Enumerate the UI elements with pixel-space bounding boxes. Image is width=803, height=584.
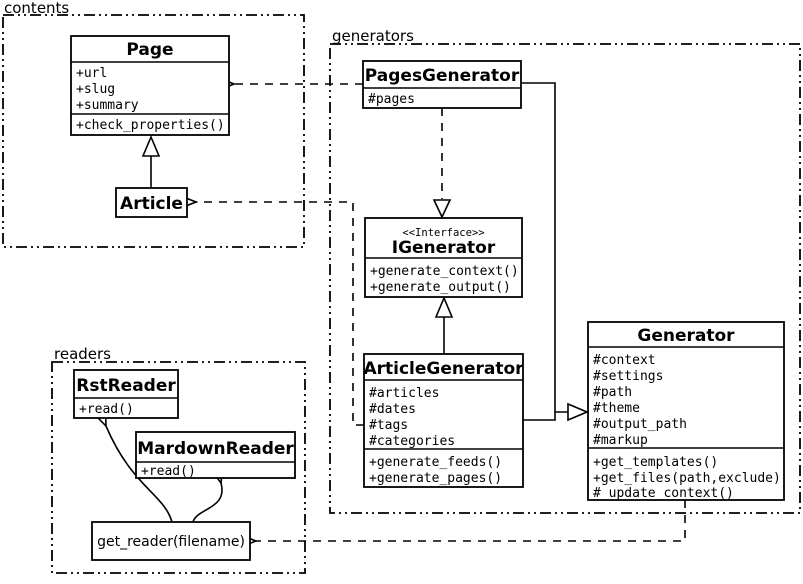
- class-page-name: Page: [126, 40, 173, 60]
- class-box-articlegenerator: ArticleGenerator #articles #dates #tags …: [363, 353, 524, 488]
- class-rstreader-frame: [73, 369, 179, 419]
- class-box-igenerator: <<Interface>> IGenerator +generate_conte…: [364, 217, 523, 298]
- class-generator-frame: [587, 321, 785, 501]
- class-articlegenerator-method: +generate_pages(): [369, 471, 502, 486]
- class-mardownreader-name: MardownReader: [137, 439, 294, 459]
- class-generator-attribute: #context: [593, 353, 656, 368]
- class-box-article: Article: [115, 187, 188, 218]
- class-page-frame: [70, 35, 230, 136]
- class-rstreader-name: RstReader: [76, 376, 176, 396]
- class-generator-attribute: #output_path: [593, 417, 687, 432]
- class-generator-attribute: #path: [593, 385, 632, 400]
- inheritance-line-articlegenerator-to-generator: [523, 412, 556, 421]
- class-generator-method: #_update_context(): [593, 486, 734, 501]
- class-box-pagesgenerator: PagesGenerator #pages: [362, 60, 522, 109]
- class-generator-name: Generator: [637, 326, 735, 346]
- dependency-arrow-articlegenerator-to-article: [196, 202, 364, 426]
- arrow-getreader-to-mardownreader: [192, 483, 222, 523]
- package-readers-border: [51, 361, 306, 574]
- package-readers-label: readers: [54, 345, 111, 363]
- class-page-method: +check_properties(): [76, 118, 225, 133]
- class-igenerator-name: IGenerator: [392, 238, 496, 258]
- class-box-mardownreader: MardownReader +read(): [135, 431, 296, 479]
- class-generator-method: +get_templates(): [593, 455, 718, 470]
- class-page-attribute: +url: [76, 66, 107, 81]
- class-generator-attribute: #theme: [593, 401, 640, 416]
- class-igenerator-method: +generate_context(): [370, 264, 519, 279]
- class-articlegenerator-method: +generate_feeds(): [369, 455, 502, 470]
- class-generator-attribute: #markup: [593, 433, 648, 448]
- class-articlegenerator-attribute: #categories: [369, 434, 455, 449]
- inheritance-line-pagesgenerator-to-generator: [521, 82, 568, 413]
- class-articlegenerator-attribute: #articles: [369, 386, 439, 401]
- node-get-reader: get_reader(filename): [91, 521, 251, 561]
- package-generators-border: [329, 43, 801, 514]
- class-mardownreader-frame: [135, 431, 296, 479]
- package-generators-label: generators: [332, 27, 414, 45]
- arrow-getreader-to-rstreader: [106, 426, 173, 523]
- class-pagesgenerator-attribute: #pages: [368, 92, 415, 107]
- package-contents-label: contents: [4, 0, 69, 17]
- class-article-name: Article: [120, 194, 183, 214]
- inheritance-triangle-icon: [141, 134, 161, 157]
- realization-triangle-icon: [432, 199, 452, 219]
- class-generator-attribute: #settings: [593, 369, 663, 384]
- class-rstreader-method: +read(): [79, 402, 134, 417]
- class-articlegenerator-frame: [363, 353, 524, 488]
- class-articlegenerator-attribute: #tags: [369, 418, 408, 433]
- class-box-rstreader: RstReader +read(): [73, 369, 179, 419]
- class-pagesgenerator-name: PagesGenerator: [365, 66, 520, 86]
- dependency-arrow-generator-to-getreader: [256, 500, 686, 541]
- class-articlegenerator-name: ArticleGenerator: [363, 359, 524, 379]
- class-pagesgenerator-frame: [362, 60, 522, 109]
- inheritance-triangle-icon: [567, 402, 590, 422]
- get-reader-label: get_reader(filename): [97, 534, 245, 550]
- class-page-attribute: +slug: [76, 82, 115, 97]
- class-igenerator-method: +generate_output(): [370, 280, 511, 295]
- class-page-attribute: +summary: [76, 98, 139, 113]
- get-reader-frame: [91, 521, 251, 561]
- class-article-frame: [115, 187, 188, 218]
- package-contents-border: [2, 14, 305, 248]
- class-generator-method: +get_files(path,exclude): [593, 471, 781, 486]
- class-igenerator-stereotype: <<Interface>>: [402, 227, 484, 239]
- inheritance-triangle-icon: [434, 295, 454, 318]
- class-articlegenerator-attribute: #dates: [369, 402, 416, 417]
- class-mardownreader-method: +read(): [141, 464, 196, 479]
- class-box-generator: Generator #context #settings #path #them…: [587, 321, 785, 501]
- class-box-page: Page +url +slug +summary +check_properti…: [70, 35, 230, 136]
